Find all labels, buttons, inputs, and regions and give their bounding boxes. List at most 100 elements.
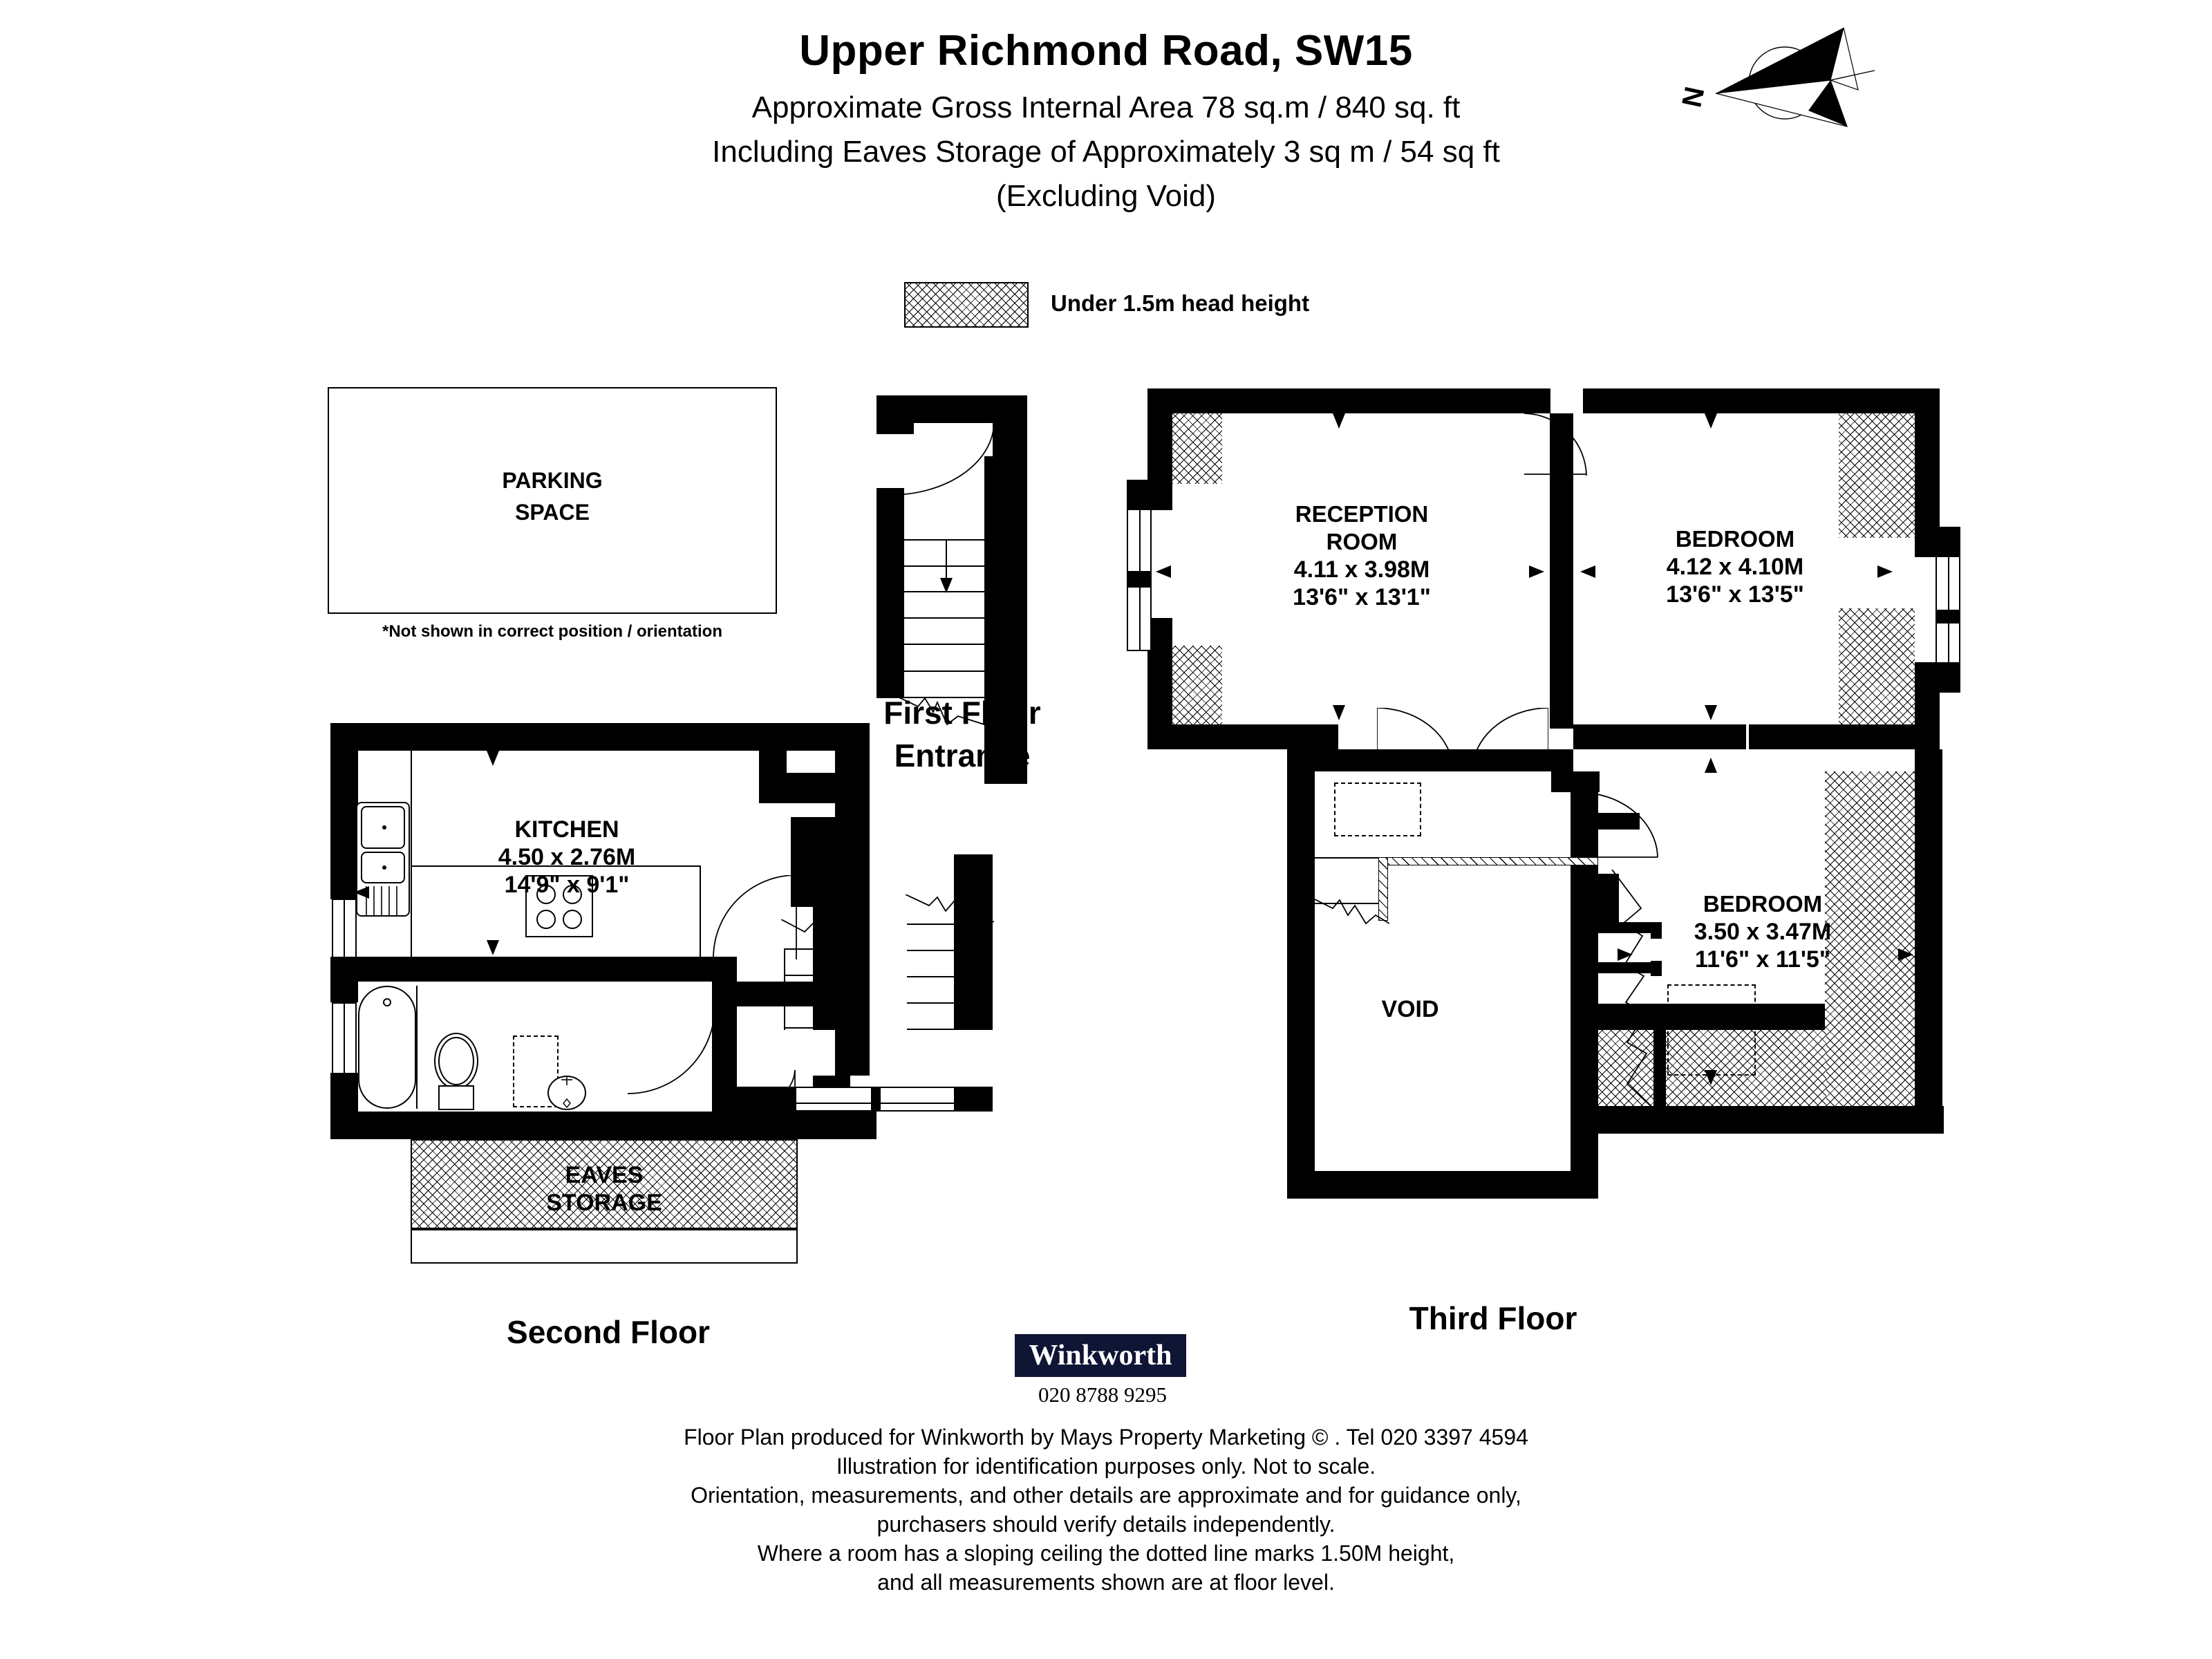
wall-right [1915, 749, 1942, 1134]
stair-tread [907, 1002, 993, 1004]
parking-space-note: *Not shown in correct position / orienta… [382, 622, 722, 641]
wall [984, 456, 1027, 784]
first-floor-label: First Floor Entrance [883, 695, 1041, 774]
sloping-ceiling-marker [1334, 782, 1421, 836]
stair-direction-line [821, 982, 822, 1030]
wall [1338, 749, 1434, 771]
wall [954, 854, 993, 1030]
dimension-arrow-icon [1705, 705, 1717, 720]
stair-tread [907, 950, 993, 951]
wall [1471, 749, 1573, 771]
wall [1749, 724, 1940, 749]
window-mullion [1139, 509, 1141, 572]
bath-edge [416, 986, 418, 1109]
wall [1651, 924, 1662, 939]
gross-internal-area-text: Approximate Gross Internal Area 78 sq.m … [751, 91, 1461, 124]
wall [759, 723, 787, 803]
wall [846, 854, 865, 874]
wc-cistern-icon [438, 1085, 474, 1110]
wall [787, 773, 835, 803]
bedroom-1-label: BEDROOM 4.12 x 4.10M 13'6" x 13'5" [1666, 526, 1804, 608]
parking-space-outline [328, 387, 777, 614]
stair-edge [784, 948, 785, 1030]
wall [1147, 724, 1338, 749]
parking-space-label: PARKING SPACE [502, 468, 603, 525]
wall [1313, 749, 1338, 771]
wall [877, 488, 904, 698]
dimension-arrow-icon [354, 886, 369, 899]
dimension-arrow-icon [1877, 565, 1893, 578]
disclaimer-line-6: and all measurements shown are at floor … [877, 1570, 1335, 1595]
third-floor-label: Third Floor [1409, 1300, 1577, 1336]
ceiling-edge [1315, 903, 1378, 904]
wall [954, 1087, 993, 1112]
wall [712, 982, 737, 1112]
winkworth-logo-text: Winkworth [1029, 1340, 1172, 1371]
break-line [781, 919, 868, 949]
wall-divider [1550, 413, 1573, 729]
sink-plug-icon [382, 825, 386, 830]
legend-label: Under 1.5m head height [1051, 290, 1310, 316]
wall-top [1147, 388, 1524, 413]
excluding-void-text: (Excluding Void) [996, 179, 1216, 213]
window-mullion [1948, 622, 1949, 664]
door-swing-icon [717, 1070, 796, 1118]
wall [1651, 961, 1662, 976]
door-swing-icon [1524, 413, 1587, 476]
dimension-arrow-icon [1898, 948, 1913, 961]
disclaimer-line-2: Illustration for identification purposes… [836, 1454, 1376, 1479]
eaves-door-marker [1611, 870, 1651, 1107]
eaves-hatch [1598, 1030, 1826, 1106]
eaves-storage-area-text: Including Eaves Storage of Approximately… [712, 135, 1500, 169]
dimension-arrow-icon [487, 940, 499, 955]
door-swing-icon [1377, 708, 1454, 771]
dimension-arrow-icon [1529, 565, 1544, 578]
wall [1598, 813, 1640, 830]
stair-up-arrow-icon [815, 976, 827, 991]
disclaimer-block: Floor Plan produced for Winkworth by May… [0, 1423, 2212, 1597]
break-line [906, 894, 994, 923]
north-arrow-icon [1715, 27, 1875, 127]
stair-tread [904, 539, 984, 541]
dimension-arrow-icon [1156, 565, 1171, 578]
eaves-hatch [1839, 413, 1915, 538]
stair-tread [904, 644, 984, 645]
dimension-arrow-icon [1333, 413, 1345, 429]
door-swing-icon [1579, 792, 1658, 858]
window-mullion [795, 1103, 955, 1104]
wall [1551, 771, 1600, 792]
winkworth-logo: Winkworth [1015, 1334, 1186, 1377]
dimension-arrow-icon [487, 751, 499, 766]
stair-tread [907, 976, 993, 977]
eaves-outline [411, 1262, 798, 1264]
window-mullion [344, 899, 345, 968]
window [795, 1087, 872, 1112]
stair-tread [784, 948, 864, 950]
basin-tap-icon [561, 1076, 572, 1109]
sloping-ceiling-marker [513, 1035, 559, 1107]
dimension-arrow-icon [1705, 1070, 1717, 1085]
dimension-arrow-icon [1333, 705, 1345, 720]
stair-tread [907, 1029, 993, 1030]
hob-icon [525, 875, 593, 937]
wall [1524, 388, 1550, 413]
dimension-arrow-icon [828, 886, 843, 899]
bedroom-2-label: BEDROOM 3.50 x 3.47M 11'6" x 11'5" [1694, 891, 1832, 973]
window-mullion [1948, 556, 1949, 611]
wall [1653, 1030, 1666, 1106]
stair-tread [784, 1027, 864, 1029]
stair-tread [904, 671, 984, 672]
wall-right [1915, 527, 1960, 557]
wall-left [1147, 388, 1172, 485]
page-title: Upper Richmond Road, SW15 [799, 27, 1413, 75]
stair-tread [904, 565, 984, 567]
wall [877, 395, 914, 434]
wall-bottom [330, 1112, 877, 1139]
door-swing-icon [628, 1006, 715, 1094]
wc-seat-icon [438, 1037, 474, 1085]
dimension-arrow-icon [1618, 948, 1633, 961]
ceiling-edge [1315, 857, 1378, 859]
kitchen-label: KITCHEN 4.50 x 2.76M 14'9" x 9'1" [498, 816, 636, 898]
wall-top [1583, 388, 1915, 413]
counter-edge [411, 865, 701, 867]
